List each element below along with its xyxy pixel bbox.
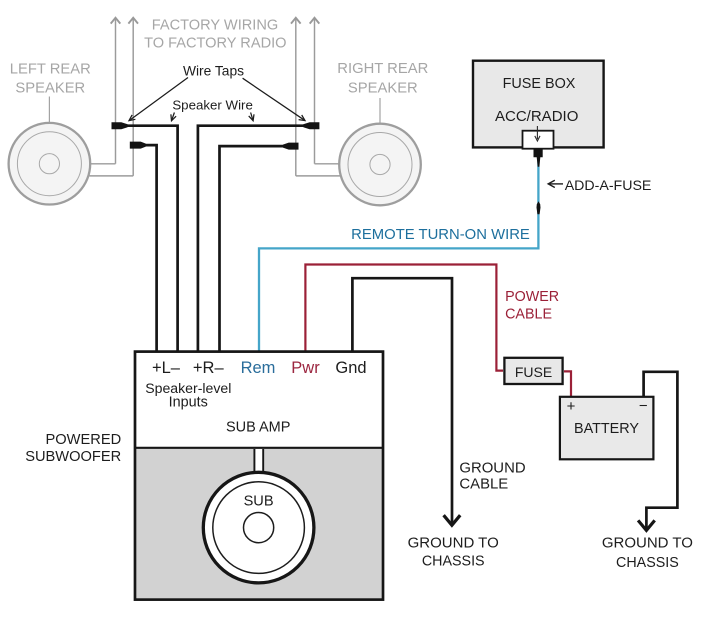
svg-text:SUB AMP: SUB AMP <box>226 420 290 436</box>
svg-text:SUB: SUB <box>244 494 274 510</box>
svg-text:FUSE BOX: FUSE BOX <box>503 76 576 92</box>
svg-text:−: − <box>639 397 648 414</box>
svg-text:POWER: POWER <box>505 289 559 305</box>
svg-text:+R–: +R– <box>193 359 225 377</box>
svg-text:SUBWOOFER: SUBWOOFER <box>25 449 121 465</box>
svg-text:RIGHT REAR: RIGHT REAR <box>337 61 428 77</box>
svg-text:CABLE: CABLE <box>459 477 508 493</box>
svg-text:Pwr: Pwr <box>291 359 320 377</box>
svg-text:Wire Taps: Wire Taps <box>183 64 244 79</box>
svg-text:GROUND TO: GROUND TO <box>408 535 499 552</box>
svg-text:GROUND: GROUND <box>459 460 525 476</box>
svg-text:+L–: +L– <box>152 359 181 377</box>
svg-text:FACTORY WIRING: FACTORY WIRING <box>152 18 279 34</box>
svg-text:LEFT REAR: LEFT REAR <box>10 61 91 77</box>
svg-text:ADD-A-FUSE: ADD-A-FUSE <box>565 178 652 194</box>
svg-text:Inputs: Inputs <box>169 394 208 410</box>
svg-text:CABLE: CABLE <box>505 306 552 322</box>
svg-text:CHASSIS: CHASSIS <box>616 555 679 571</box>
svg-text:GROUND TO: GROUND TO <box>602 534 693 551</box>
svg-text:Speaker-level: Speaker-level <box>145 380 231 396</box>
svg-text:Speaker Wire: Speaker Wire <box>172 97 253 112</box>
svg-text:CHASSIS: CHASSIS <box>422 554 485 570</box>
svg-text:BATTERY: BATTERY <box>574 421 639 437</box>
svg-text:SPEAKER: SPEAKER <box>348 80 418 96</box>
svg-text:FUSE: FUSE <box>515 364 552 380</box>
svg-text:TO FACTORY RADIO: TO FACTORY RADIO <box>144 36 286 52</box>
svg-text:Rem: Rem <box>241 359 276 377</box>
svg-text:SPEAKER: SPEAKER <box>15 80 85 96</box>
svg-text:REMOTE TURN-ON WIRE: REMOTE TURN-ON WIRE <box>351 227 530 243</box>
svg-text:POWERED: POWERED <box>46 432 122 448</box>
svg-text:Gnd: Gnd <box>335 359 366 377</box>
svg-text:+: + <box>567 398 576 415</box>
svg-text:ACC/RADIO: ACC/RADIO <box>495 108 578 125</box>
